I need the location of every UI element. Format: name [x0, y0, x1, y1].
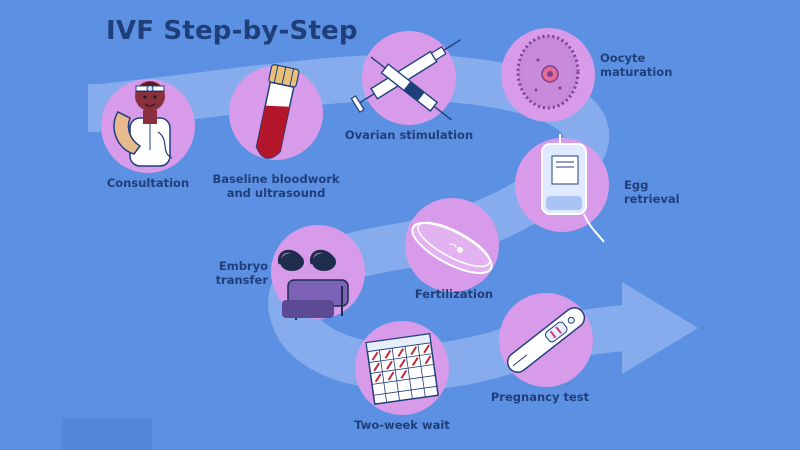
label-line: and ultrasound — [226, 186, 326, 200]
label-bloodwork: Baseline bloodwork and ultrasound — [208, 172, 344, 200]
label-line: maturation — [600, 65, 673, 79]
label-line: Pregnancy test — [490, 390, 590, 404]
arrow-head — [622, 282, 698, 374]
calendar-icon — [365, 332, 439, 405]
label-consultation: Consultation — [100, 176, 196, 190]
corner-shadow — [62, 418, 152, 450]
label-oocyte: Oocyte maturation — [600, 51, 690, 79]
path-start-cap — [88, 84, 100, 132]
test-tube-icon — [255, 64, 300, 159]
label-line: Oocyte — [600, 51, 646, 65]
label-line: Consultation — [106, 176, 190, 190]
label-twoweek: Two-week wait — [340, 418, 464, 432]
petri-dish-icon — [411, 221, 493, 275]
syringe-icon — [350, 39, 462, 121]
stirrups-icon — [277, 249, 349, 320]
label-line: Two-week wait — [354, 418, 450, 432]
oocyte-icon — [516, 34, 580, 110]
label-line: transfer — [215, 273, 268, 287]
label-line: Ovarian stimulation — [344, 128, 474, 142]
label-embryo: Embryo transfer — [196, 259, 268, 287]
label-line: Baseline bloodwork — [212, 172, 340, 186]
doctor-icon — [113, 81, 173, 167]
pregnancy-test-icon — [506, 307, 586, 373]
collection-bag-icon — [541, 134, 605, 243]
label-line: retrieval — [624, 192, 680, 206]
label-line: Fertilization — [414, 287, 494, 301]
label-egg: Egg retrieval — [624, 178, 694, 206]
label-pregnancy: Pregnancy test — [482, 390, 598, 404]
label-line: Egg — [624, 178, 649, 192]
label-ovarian: Ovarian stimulation — [340, 128, 478, 142]
label-line: Embryo — [218, 259, 268, 273]
label-fertilization: Fertilization — [406, 287, 502, 301]
page-title: IVF Step-by-Step — [106, 16, 358, 46]
